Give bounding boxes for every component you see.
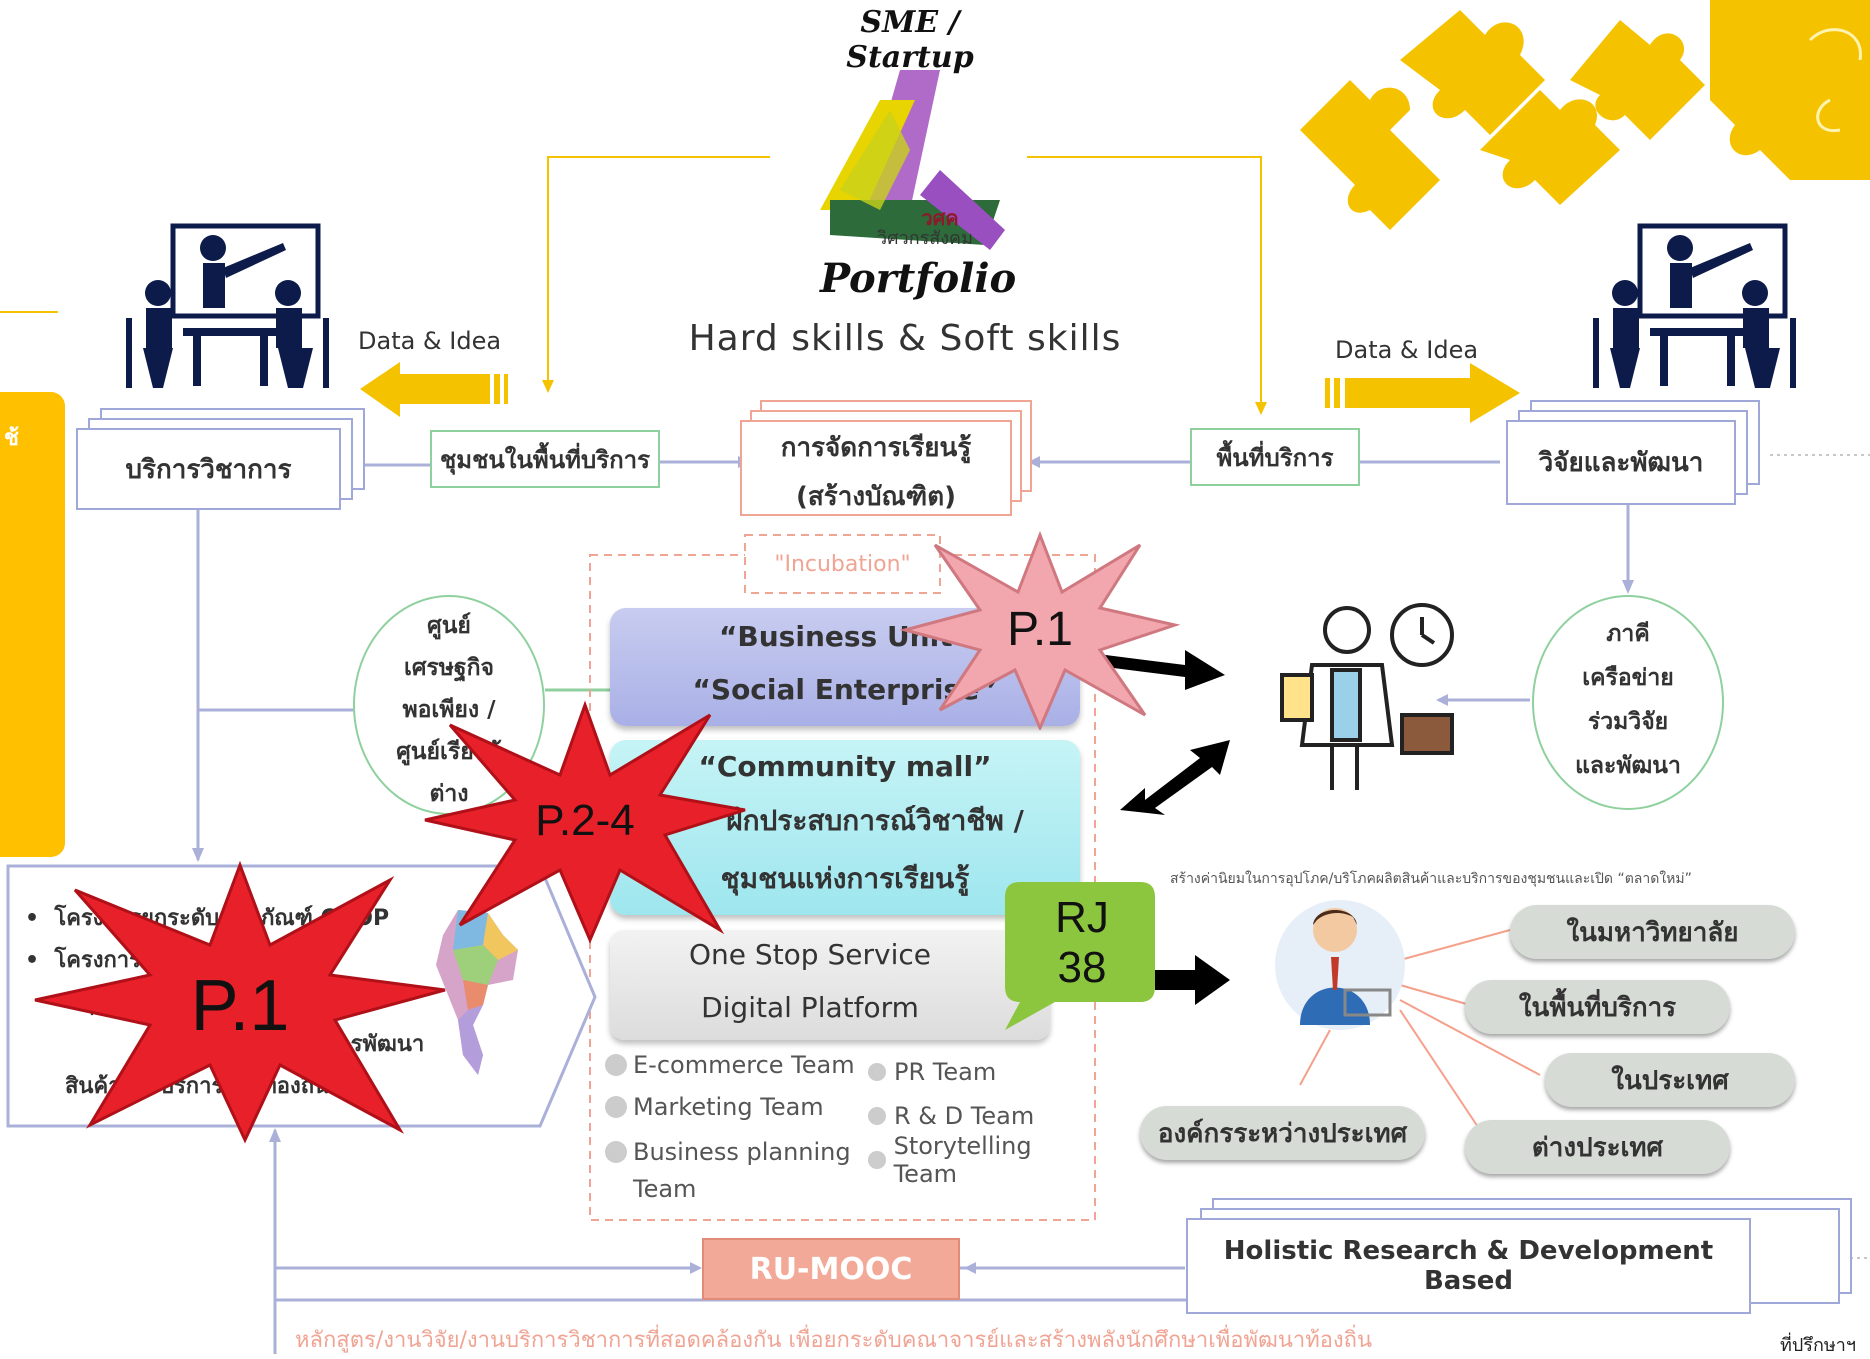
presentation-right-icon [1593,223,1796,388]
learning-mgmt-line-2: (สร้างบัณฑิต) [796,482,956,512]
p1-big-badge: P.1 [34,860,446,1144]
bullet-icon [605,1054,627,1076]
bullet-icon [605,1096,627,1118]
left-yellow-tab [0,392,65,857]
team-item: PR Team [868,1050,1098,1094]
corner-text: ที่ปรึกษาฯ [1780,1335,1856,1356]
p1-big-text: P.1 [191,966,290,1046]
experience-line-1: ฝึกประสบการณ์วิชาชีพ / [726,804,1024,837]
data-idea-left-label: Data & Idea [358,327,502,355]
teams-right: PR Team R & D Team Storytelling Team [868,1050,1098,1188]
market-abroad: ต่างประเทศ [1465,1120,1730,1174]
p24-badge: P.2-4 [424,700,746,944]
team-item: E-commerce Team [605,1045,855,1085]
community-mall-box: “Community mall” ฝึกประสบการณ์วิชาชีพ / … [610,740,1080,915]
community-area-box: ชุมชนในพื้นที่บริการ [430,430,660,488]
bullet-icon [868,1151,886,1169]
logo-caption-short: วศค [921,206,959,230]
footer-caption: หลักสูตร/งานวิจัย/งานบริการวิชาการที่สอด… [295,1328,1373,1353]
community-mall-text: “Community mall” [698,750,992,783]
black-arrow-right-top [1090,650,1225,690]
market-domestic: ในประเทศ [1545,1053,1795,1107]
service-area-box: พื้นที่บริการ [1190,428,1360,486]
data-idea-right-label: Data & Idea [1335,336,1479,364]
network-line-2: เครือข่าย [1582,665,1674,691]
rj38-badge: RJ 38 [1005,882,1155,1030]
bullet-icon [868,1107,886,1125]
logo-caption-full: วิศวกรสังคม [877,228,973,249]
one-stop-box: One Stop Service Digital Platform [610,930,1050,1040]
double-arrow-icon [1120,740,1230,815]
holistic-box: Holistic Research & Development Based [1186,1218,1751,1314]
sufficiency-center-text: ศูนย์ เศรษฐกิจ พอเพียง / ศูนย์เรียนรู้ ต… [353,605,545,815]
sufficiency-line-1: ศูนย์ [427,613,471,639]
market-in-university: ในมหาวิทยาลัย [1510,905,1795,959]
data-idea-left-arrow [360,362,508,417]
p24-text: P.2-4 [535,796,635,845]
network-line-4: และพัฒนา [1575,753,1681,779]
market-caption: สร้างค่านิยมในการอุปโภค/บริโภคผลิตสินค้า… [1170,871,1692,887]
shopper-icon [1275,900,1405,1030]
rj-text-2: 38 [1058,943,1107,992]
logo-icon [820,70,1005,250]
team-item: Storytelling Team [868,1132,1098,1188]
network-partners-text: ภาคี เครือข่าย ร่วมวิจัย และพัฒนา [1532,612,1724,788]
ru-mooc-box: RU-MOOC [702,1238,960,1300]
team-item: R & D Team [868,1094,1098,1138]
p1-top-text: P.1 [1007,603,1073,656]
market-international-org: องค์กรระหว่างประเทศ [1140,1106,1425,1160]
portfolio-title: Portfolio [820,255,1017,302]
left-tab-char: ช้ [4,426,19,451]
thailand-map-icon [436,910,518,1075]
one-stop-text: One Stop Service [689,938,931,971]
research-dev-box: วิจัยและพัฒนา [1506,420,1736,505]
market-in-service-area: ในพื้นที่บริการ [1465,980,1730,1034]
learning-mgmt-line-1: การจัดการเรียนรู้ [780,433,972,463]
sufficiency-line-3: พอเพียง / [402,697,496,723]
sme-startup-label: SME / Startup [846,5,974,75]
left-bullet-2: • โครงการ [25,948,141,973]
bullet-icon [605,1141,627,1163]
sufficiency-line-5: ต่าง [429,781,469,807]
team-item: Business planning [605,1129,855,1175]
presentation-left-icon [126,223,329,388]
network-line-3: ร่วมวิจัย [1587,709,1669,735]
teams-left: E-commerce Team Marketing Team Business … [605,1045,855,1215]
black-arrow-right-bottom [1155,955,1230,1005]
experience-line-2: ชุมชนแห่งการเรียนรู้ [720,862,970,895]
network-line-1: ภาคี [1606,621,1650,647]
academic-service-box: บริการวิชาการ [76,428,341,510]
rj-text-1: RJ [1055,893,1109,942]
data-idea-right-arrow [1325,363,1520,423]
learning-mgmt-box: การจัดการเรียนรู้ (สร้างบัณฑิต) [740,420,1012,516]
network-partners-ellipse [1532,595,1724,810]
skills-subtitle: Hard skills & Soft skills [688,318,1122,359]
sufficiency-line-2: เศรษฐกิจ [403,655,495,681]
team-item: Marketing Team [605,1085,855,1129]
businessman-clock-icon [1280,603,1454,790]
puzzle-pieces-icon [1300,0,1870,230]
p1-top-badge: P.1 [900,530,1180,730]
incubation-label: "Incubation" [774,551,911,577]
digital-platform-text: Digital Platform [701,991,919,1024]
bullet-icon [868,1063,886,1081]
team-item-cont: Team [633,1175,697,1203]
